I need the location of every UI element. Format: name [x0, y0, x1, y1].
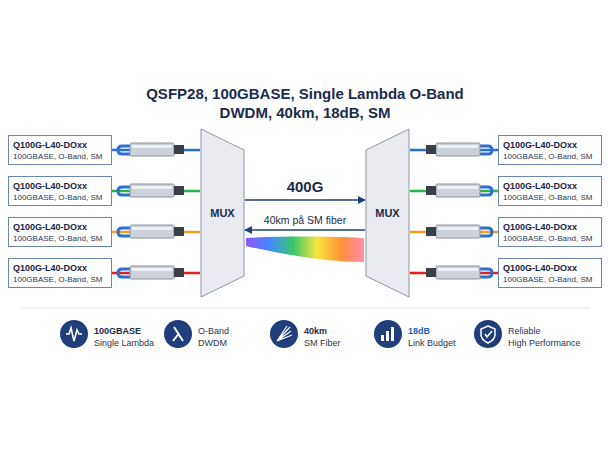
transceiver-label-box: Q100G-L40-DOxx100GBASE, O-Band, SM: [8, 176, 112, 206]
transceiver-label-box: Q100G-L40-DOxx100GBASE, O-Band, SM: [498, 176, 602, 206]
part-number: Q100G-L40-DOxx: [13, 139, 107, 151]
multiplexer: MUX: [365, 128, 410, 298]
part-description: 100GBASE, O-Band, SM: [503, 151, 597, 162]
link-arrow: [245, 229, 365, 231]
transceiver: [426, 184, 492, 197]
part-number: Q100G-L40-DOxx: [503, 139, 597, 151]
transceiver: [118, 184, 184, 197]
feature-text: High Performance: [508, 338, 581, 349]
part-number: Q100G-L40-DOxx: [503, 221, 597, 233]
transceiver: [426, 266, 492, 279]
check-glyph: [485, 331, 492, 337]
feature-heading: 40km: [304, 326, 327, 337]
icon-circle: [270, 320, 298, 348]
wave-glyph: [66, 328, 82, 341]
part-description: 100GBASE, O-Band, SM: [13, 274, 107, 285]
icon-circle: [164, 320, 192, 348]
mux-label: MUX: [210, 207, 234, 219]
part-number: Q100G-L40-DOxx: [13, 180, 107, 192]
transceiver-label-box: Q100G-L40-DOxx100GBASE, O-Band, SM: [8, 217, 112, 247]
transceiver-label-box: Q100G-L40-DOxx100GBASE, O-Band, SM: [8, 258, 112, 288]
diagram-title: QSFP28, 100GBASE, Single Lambda O-Band D…: [145, 84, 465, 122]
part-description: 100GBASE, O-Band, SM: [13, 151, 107, 162]
shield-glyph: [481, 326, 495, 343]
signal-icon: [60, 320, 88, 348]
part-number: Q100G-L40-DOxx: [13, 221, 107, 233]
bar-glyph: [391, 327, 394, 341]
feature-text: DWDM: [198, 338, 227, 349]
spectrum-band: [246, 237, 364, 263]
separator-line: [20, 308, 590, 309]
part-description: 100GBASE, O-Band, SM: [13, 233, 107, 244]
link-label: 400G: [285, 178, 326, 195]
fiber-glyph: [277, 326, 292, 341]
mux-outline: [366, 129, 409, 297]
link-arrow: [245, 199, 365, 201]
icon-circle: [374, 320, 402, 348]
transceiver-label-box: Q100G-L40-DOxx100GBASE, O-Band, SM: [498, 135, 602, 165]
transceiver-label-box: Q100G-L40-DOxx100GBASE, O-Band, SM: [8, 135, 112, 165]
part-description: 100GBASE, O-Band, SM: [503, 192, 597, 203]
transceiver: [426, 143, 492, 156]
shield-icon: [474, 320, 502, 348]
transceiver: [118, 143, 184, 156]
transceiver-label-box: Q100G-L40-DOxx100GBASE, O-Band, SM: [498, 258, 602, 288]
lambda-glyph: [173, 327, 183, 341]
part-number: Q100G-L40-DOxx: [503, 180, 597, 192]
bar-glyph: [386, 331, 389, 341]
multiplexer: MUX: [200, 128, 245, 298]
feature-text: SM Fiber: [304, 338, 341, 349]
link-label: 40km på SM fiber: [262, 214, 348, 226]
part-description: 100GBASE, O-Band, SM: [503, 274, 597, 285]
mux-outline: [201, 129, 244, 297]
transceiver: [118, 225, 184, 238]
transceiver: [118, 266, 184, 279]
part-number: Q100G-L40-DOxx: [13, 262, 107, 274]
lambda-icon: [164, 320, 192, 348]
icon-circle: [474, 320, 502, 348]
part-number: Q100G-L40-DOxx: [503, 262, 597, 274]
budget-icon: [374, 320, 402, 348]
part-description: 100GBASE, O-Band, SM: [503, 233, 597, 244]
part-description: 100GBASE, O-Band, SM: [13, 192, 107, 203]
bar-glyph: [381, 335, 384, 341]
feature-heading: 18dB: [408, 326, 430, 337]
feature-text: Link Budget: [408, 338, 456, 349]
mux-label: MUX: [375, 207, 399, 219]
transceiver-label-box: Q100G-L40-DOxx100GBASE, O-Band, SM: [498, 217, 602, 247]
feature-text: Reliable: [508, 326, 541, 337]
fiber-icon: [270, 320, 298, 348]
icon-circle: [60, 320, 88, 348]
feature-text: Single Lambda: [94, 338, 154, 349]
feature-text: O-Band: [198, 326, 229, 337]
transceiver: [426, 225, 492, 238]
feature-heading: 100GBASE: [94, 326, 141, 337]
